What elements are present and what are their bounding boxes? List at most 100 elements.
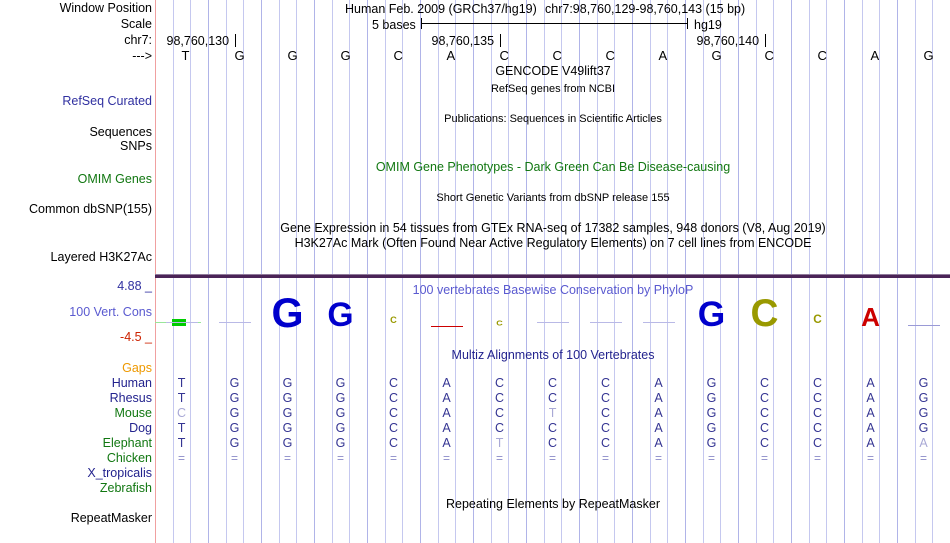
- multiz-base: G: [282, 436, 293, 450]
- multiz-base: A: [866, 436, 875, 450]
- label-chrom[interactable]: chr7:: [124, 33, 152, 47]
- label-snps[interactable]: SNPs: [120, 139, 152, 153]
- ruler-tick: [234, 34, 236, 47]
- conservation-flat-mark: [536, 322, 569, 323]
- multiz-base: =: [814, 451, 822, 465]
- multiz-title: Multiz Alignments of 100 Vertebrates: [451, 348, 655, 362]
- multiz-base: C: [600, 436, 611, 450]
- label-common-dbsnp[interactable]: Common dbSNP(155): [29, 202, 152, 216]
- multiz-base: C: [759, 376, 770, 390]
- label-sequences[interactable]: Sequences: [89, 125, 152, 139]
- label-scale[interactable]: Scale: [120, 17, 152, 31]
- multiz-base: A: [442, 421, 451, 435]
- label-species-dog[interactable]: Dog: [129, 421, 152, 435]
- label-gaps[interactable]: Gaps: [122, 361, 152, 375]
- multiz-base: G: [335, 421, 346, 435]
- multiz-base: G: [706, 376, 717, 390]
- multiz-base: A: [866, 421, 875, 435]
- multiz-base: G: [229, 376, 240, 390]
- label-strand-arrow[interactable]: --->: [132, 49, 152, 63]
- label-omim-genes[interactable]: OMIM Genes: [77, 172, 152, 186]
- multiz-base: G: [918, 376, 929, 390]
- label-species-zebrafish[interactable]: Zebrafish: [99, 481, 152, 495]
- conservation-flat-mark: [218, 322, 251, 323]
- multiz-base: C: [759, 436, 770, 450]
- label-refseq-curated[interactable]: RefSeq Curated: [62, 94, 152, 108]
- multiz-base: C: [494, 421, 505, 435]
- ruler-coordinate-label: 98,760,135: [431, 34, 495, 48]
- ruler-coordinate-label: 98,760,140: [696, 34, 760, 48]
- publications-title: Publications: Sequences in Scientific Ar…: [444, 113, 662, 125]
- label-column-separator: [155, 0, 156, 543]
- multiz-base: A: [442, 376, 451, 390]
- multiz-base: G: [229, 391, 240, 405]
- multiz-base: C: [547, 376, 558, 390]
- conservation-base-glyph: C: [496, 318, 503, 327]
- multiz-base: G: [918, 406, 929, 420]
- multiz-base: C: [388, 391, 399, 405]
- multiz-base: =: [867, 451, 875, 465]
- conservation-flat-mark: [165, 322, 198, 323]
- multiz-row[interactable]: ===============: [155, 451, 950, 466]
- multiz-base: A: [654, 436, 663, 450]
- multiz-base: T: [177, 376, 186, 390]
- label-species-elephant[interactable]: Elephant: [102, 436, 152, 450]
- multiz-base: =: [602, 451, 610, 465]
- label-layered-h3k27ac[interactable]: Layered H3K27Ac: [50, 250, 152, 264]
- multiz-base: =: [496, 451, 504, 465]
- multiz-base: C: [494, 391, 505, 405]
- multiz-base: T: [177, 421, 186, 435]
- conservation-base-glyph: G: [327, 296, 354, 334]
- multiz-base: A: [654, 391, 663, 405]
- conservation-base-glyph: G: [697, 295, 726, 335]
- omim-title: OMIM Gene Phenotypes - Dark Green Can Be…: [375, 160, 731, 174]
- multiz-base: =: [284, 451, 292, 465]
- multiz-base: A: [866, 391, 875, 405]
- multiz-base: C: [759, 421, 770, 435]
- multiz-base: C: [388, 406, 399, 420]
- gencode-title: GENCODE V49lift37: [495, 64, 611, 78]
- scale-label: 5 bases: [372, 18, 416, 32]
- multiz-row[interactable]: [155, 481, 950, 496]
- multiz-base: C: [388, 436, 399, 450]
- conservation-flat-mark: [589, 322, 622, 323]
- h3k27ac-title: H3K27Ac Mark (Often Found Near Active Re…: [294, 236, 812, 250]
- multiz-base: A: [654, 376, 663, 390]
- multiz-base: T: [177, 391, 186, 405]
- ruler-coordinate-label: 98,760,130: [166, 34, 230, 48]
- multiz-base: =: [178, 451, 186, 465]
- label-species-mouse[interactable]: Mouse: [114, 406, 152, 420]
- multiz-base: C: [600, 406, 611, 420]
- multiz-base: G: [282, 421, 293, 435]
- label-100-vert-cons[interactable]: 100 Vert. Cons: [69, 305, 152, 319]
- label-repeatmasker[interactable]: RepeatMasker: [70, 511, 152, 525]
- multiz-base: C: [600, 421, 611, 435]
- label-species-rhesus[interactable]: Rhesus: [109, 391, 152, 405]
- conservation-base-glyph: C: [813, 313, 822, 327]
- multiz-base: A: [654, 406, 663, 420]
- conservation-flat-mark: [430, 326, 463, 328]
- label-species-chicken[interactable]: Chicken: [106, 451, 152, 465]
- multiz-base: T: [177, 436, 186, 450]
- multiz-base: G: [282, 391, 293, 405]
- multiz-base: G: [229, 421, 240, 435]
- label-species-x-tropicalis[interactable]: X_tropicalis: [87, 466, 152, 480]
- multiz-base: G: [706, 406, 717, 420]
- multiz-base: G: [335, 406, 346, 420]
- multiz-base: T: [495, 436, 504, 450]
- multiz-base: C: [494, 406, 505, 420]
- label-window-position[interactable]: Window Position: [59, 1, 152, 15]
- multiz-base: G: [229, 406, 240, 420]
- multiz-base: G: [335, 391, 346, 405]
- multiz-row[interactable]: [155, 466, 950, 481]
- multiz-base: =: [231, 451, 239, 465]
- label-species-human[interactable]: Human: [111, 376, 152, 390]
